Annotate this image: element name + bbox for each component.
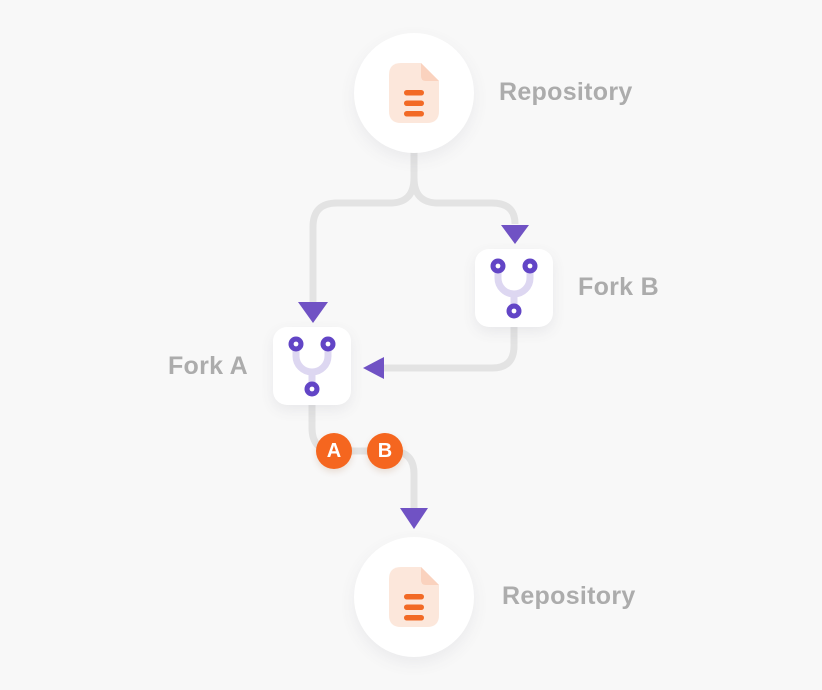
fork-icon [490, 258, 538, 319]
commit-badge-a: A [316, 433, 352, 469]
fork-b-label: Fork B [578, 273, 659, 301]
fork-icon [288, 336, 336, 397]
repository-bottom-node [354, 537, 474, 657]
commit-badge-b: B [367, 433, 403, 469]
edge-fork-a-to-repo-bottom [308, 405, 418, 508]
fork-b-node [475, 249, 553, 327]
document-icon [389, 567, 439, 627]
arrowhead-fork-b-to-fork-a [363, 357, 384, 379]
arrowhead-into-fork-b [501, 225, 529, 244]
fork-a-label: Fork A [167, 352, 248, 380]
repository-bottom-label: Repository [502, 582, 636, 610]
edge-fork-b-to-fork-a [384, 327, 518, 372]
repository-top-node [354, 33, 474, 153]
repository-top-label: Repository [499, 78, 633, 106]
edge-repo-top-to-fork-a [309, 150, 418, 302]
commit-badge-b-label: B [377, 439, 393, 462]
fork-a-node [273, 327, 351, 405]
edge-repo-top-to-fork-b [410, 150, 519, 225]
arrowhead-into-repo-bottom [400, 508, 428, 529]
arrowhead-into-fork-a [298, 302, 328, 323]
document-icon [389, 63, 439, 123]
commit-badge-a-label: A [326, 439, 342, 462]
